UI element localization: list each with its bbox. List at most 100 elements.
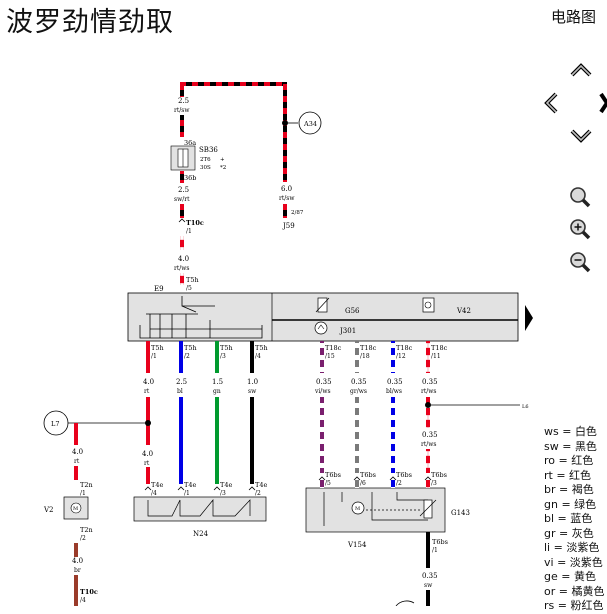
t6bs-pin-number: /2 [396, 480, 402, 487]
wire-bottom-color: sw [424, 582, 433, 589]
wire-t5h-2 [179, 341, 183, 373]
wire-t5h-1 [146, 341, 150, 373]
wire-v2-size: 4.0 [72, 557, 83, 565]
t5h-pin-label: T5h [151, 344, 164, 352]
wire-mid-size: 4.0 [142, 450, 153, 458]
t10c-bottom: T10c [80, 588, 98, 596]
svg-text:M: M [355, 506, 360, 512]
t18c-pin-number: /11 [431, 353, 441, 360]
t5h-top-pin: /5 [186, 285, 192, 292]
wire-top-size: 2.5 [178, 97, 189, 105]
t4e-pin-number: /4 [151, 490, 157, 497]
t5h-pin-number: /1 [151, 353, 157, 360]
fuse-note-1: 2T6 [200, 157, 211, 163]
t5h-wire-size: 2.5 [176, 378, 187, 386]
t6bs-bottom-pin: /1 [432, 547, 438, 554]
page-subtitle: 电路图 [551, 8, 597, 26]
legend-item: gr = 灰色 [544, 526, 594, 540]
t5h-top: T5h [186, 276, 199, 284]
legend-item: ws = 白色 [544, 425, 597, 438]
t2n-top-pin: /1 [80, 490, 86, 497]
t18c-pin-label: T18c [431, 344, 448, 352]
wire-t18c-3 [391, 341, 395, 373]
j59-note: 2/87 [291, 210, 304, 216]
wire-t18c-1 [320, 341, 324, 373]
wire-g143-color: rt/ws [421, 441, 437, 448]
zoom-in-icon[interactable] [570, 219, 591, 240]
t18c-pin-label: T18c [360, 344, 377, 352]
legend-item: vi = 淡紫色 [544, 555, 603, 569]
g56-label: G56 [345, 307, 360, 315]
wire-40-size: 4.0 [178, 255, 189, 263]
node-a34-label: A34 [303, 120, 317, 128]
fuse-note-2: 30S [200, 165, 211, 171]
t4e-pin-number: /3 [220, 490, 226, 497]
t10c-bottom-pin: /4 [80, 597, 86, 604]
wire-top-loop [180, 82, 287, 182]
wire-40-color: rt/ws [174, 265, 190, 272]
t2n-top: T2n [80, 481, 93, 489]
t4e-pin-label: T4e [255, 481, 267, 489]
t5h-wire-color: sw [248, 388, 257, 395]
t2n-bot: T2n [80, 526, 93, 534]
wire-fuse-color: sw/rt [174, 196, 190, 203]
wire-mid-color: rt [144, 460, 150, 467]
t18c-wire-size: 0.35 [422, 378, 438, 386]
t5h-pin-label: T5h [220, 344, 233, 352]
j301-label: J301 [339, 327, 356, 335]
t2n-bot-pin: /2 [80, 535, 86, 542]
t6bs-pin-label: T6bs [396, 471, 412, 479]
wire-v2-color: br [74, 567, 81, 574]
t4e-pin-label: T4e [151, 481, 163, 489]
t5h-pin-label: T5h [255, 344, 268, 352]
resistor-n24[interactable] [133, 496, 267, 522]
t6bs-pin-number: /6 [360, 480, 366, 487]
search-icon[interactable] [570, 187, 591, 208]
t18c-wire-size: 0.35 [316, 378, 332, 386]
chevron-left-icon[interactable] [544, 92, 558, 114]
legend-item: br = 褐色 [544, 483, 594, 496]
legend-item: gn = 绿色 [544, 497, 597, 511]
t18c-pin-label: T18c [396, 344, 413, 352]
node-l7-label: L7 [51, 420, 59, 428]
wire-top-color: rt/sw [174, 107, 190, 114]
conn-t10c: T10c [186, 219, 204, 227]
t6bs-bottom: T6bs [432, 538, 448, 546]
t18c-wire-color: vi/ws [314, 388, 331, 395]
t5h-wire-color: rt [144, 388, 150, 395]
t18c-wire-size: 0.35 [387, 378, 403, 386]
chevron-right-icon[interactable] [599, 92, 607, 114]
fuse-note-suffix-1: + [220, 157, 225, 163]
wire-t5h-3 [215, 341, 219, 373]
t18c-pin-number: /15 [325, 353, 335, 360]
legend-item: ro = 红色 [544, 454, 594, 467]
t18c-pin-number: /18 [360, 353, 370, 360]
t4e-pin-label: T4e [184, 481, 196, 489]
e9-label: E9 [154, 285, 164, 293]
conn-t10c-pin: /1 [186, 228, 192, 235]
page-title: 波罗劲情劲取 [6, 7, 174, 38]
chevron-up-icon[interactable] [570, 63, 592, 77]
node-a34[interactable] [298, 111, 322, 135]
node-l6-label: L6 [522, 404, 529, 410]
t18c-pin-label: T18c [325, 344, 342, 352]
legend-item: rt = 红色 [544, 468, 592, 482]
t5h-pin-number: /2 [184, 353, 190, 360]
v2-label: V2 [43, 506, 54, 514]
t18c-pin-number: /12 [396, 353, 406, 360]
t5h-wire-size: 1.5 [212, 378, 223, 386]
zoom-out-icon[interactable] [570, 252, 591, 273]
wire-g143-size: 0.35 [422, 431, 438, 439]
wire-j59-color: rt/sw [279, 195, 295, 202]
chevron-down-icon[interactable] [570, 129, 592, 143]
fuse-pin-b: 36b [184, 174, 196, 182]
t4e-pin-number: /2 [255, 490, 261, 497]
t5h-wire-size: 1.0 [247, 378, 258, 386]
fuse-pin-a: 36a [184, 139, 196, 147]
t4e-pin-label: T4e [220, 481, 232, 489]
t18c-wire-size: 0.35 [351, 378, 367, 386]
fuse-label: SB36 [199, 146, 218, 154]
wire-t18c-4 [426, 341, 430, 373]
t5h-wire-size: 4.0 [143, 378, 154, 386]
